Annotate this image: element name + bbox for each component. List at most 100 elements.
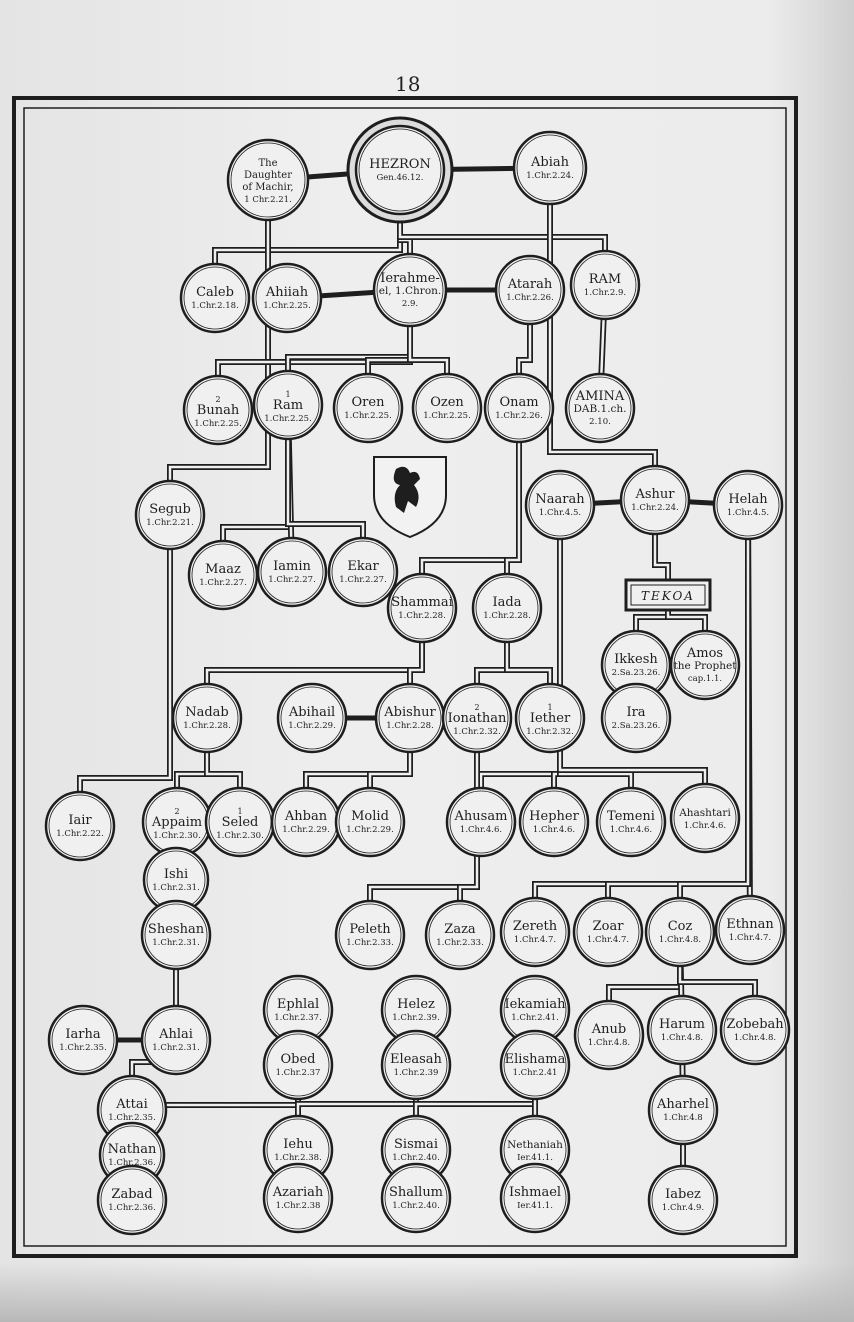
person-circle-inner [331,540,395,604]
scripture-reference: 1.Chr.4.8. [588,1038,630,1048]
person-name: Ephlal [277,997,319,1012]
person-circle-inner [718,898,782,962]
person-circle [569,249,641,321]
scripture-reference: 1.Chr.2.30. [153,831,201,841]
person-name: HEZRON [369,157,431,172]
person-name: Daughter [244,170,292,181]
scripture-reference: Ier.41.1. [517,1201,553,1211]
person-name: Ethnan [726,917,774,932]
person-circle-inner [449,790,513,854]
person-name: 2 [174,807,179,816]
person-name: Zaza [444,922,476,937]
person-circle-inner [651,1078,715,1142]
scripture-reference: 1.Chr.2.41 [513,1068,558,1078]
scripture-reference: 1.Chr.2.25. [263,301,311,311]
person-circle [96,1164,168,1236]
scripture-reference: Gen.46.12. [376,173,423,183]
person-name: Iabez [665,1187,701,1202]
person-circle [424,899,496,971]
scripture-reference: 1.Chr.2.33. [436,938,484,948]
person-name: Shammai [391,595,453,610]
person-circle [411,372,483,444]
person-name: Nadab [185,705,229,720]
person-circle [647,1074,719,1146]
scripture-reference: 1.Chr.2.33. [346,938,394,948]
scripture-reference: 1.Chr.2.28. [483,611,531,621]
scripture-reference: 1.Chr.2.26. [495,411,543,421]
person-circle-inner [358,128,442,212]
person-circle-inner [255,266,319,330]
person-name: Iehu [283,1137,313,1152]
person-name: Anub [591,1022,626,1037]
person-circle-inner [384,1033,448,1097]
scripture-reference: 1.Chr.2.37 [276,1068,321,1078]
person-circle-inner [376,256,444,324]
person-circle-inner [568,376,632,440]
scripture-reference: 1 Chr.2.21. [244,195,292,205]
scripture-reference: 1.Chr.2.31. [152,938,200,948]
person-name: Amos [686,646,723,661]
scripture-reference: 1.Chr.4.8. [659,935,701,945]
scripture-reference: 1.Chr.2.28. [398,611,446,621]
person-name: Molid [351,809,389,824]
scripture-reference: 1.Chr.2.27. [339,575,387,585]
person-name: Seled [222,815,259,830]
person-name: Naarah [535,492,585,507]
person-name: Ekar [347,559,379,574]
scripture-reference: 1.Chr.2.25. [194,419,242,429]
person-circle-inner [100,1168,164,1232]
lineage-line [77,515,173,826]
scripture-reference: 1.Chr.2.29. [282,825,330,835]
scripture-reference: 1.Chr.4.7. [729,933,771,943]
person-circle [445,786,517,858]
person-circle-inner [503,1166,567,1230]
person-name: Peleth [349,922,391,937]
person-circle-inner [716,473,780,537]
person-circle [226,138,310,222]
person-circle [647,1164,719,1236]
person-name: Iair [68,813,92,828]
person-circle-inner [503,900,567,964]
scripture-reference: 1.Chr.2.18. [191,301,239,311]
person-name: Iamin [273,559,311,574]
person-circle [262,1029,334,1101]
person-circle [518,786,590,858]
person-circle-inner [338,790,402,854]
scripture-reference: Ier.41.1. [517,1153,553,1163]
place-box-tekoa: TEKOA [624,578,712,612]
person-circle [573,999,645,1071]
person-name: Ashur [634,487,675,502]
person-circle [619,464,691,536]
person-name: Ierahme- [380,271,440,286]
person-name: Attai [115,1097,148,1112]
lineage-line-inner [678,505,750,932]
person-name: 1 [237,807,242,816]
scripture-reference: 1.Chr.4.6. [460,825,502,835]
scripture-reference: 1.Chr.2.24. [526,171,574,181]
person-circle-inner [260,540,324,604]
scripture-reference: 1.Chr.2.25. [264,414,312,424]
person-node-ierahmeel: Ierahme-el, 1.Chron.2.9. [372,252,448,328]
scripture-reference: 1.Chr.2.39 [394,1068,439,1078]
person-name: Ionathan [448,711,507,726]
person-name: 2 [474,703,479,712]
person-name: Sismai [394,1137,438,1152]
person-circle [140,899,212,971]
person-circle [252,369,324,441]
person-name: Appaim [151,815,202,830]
